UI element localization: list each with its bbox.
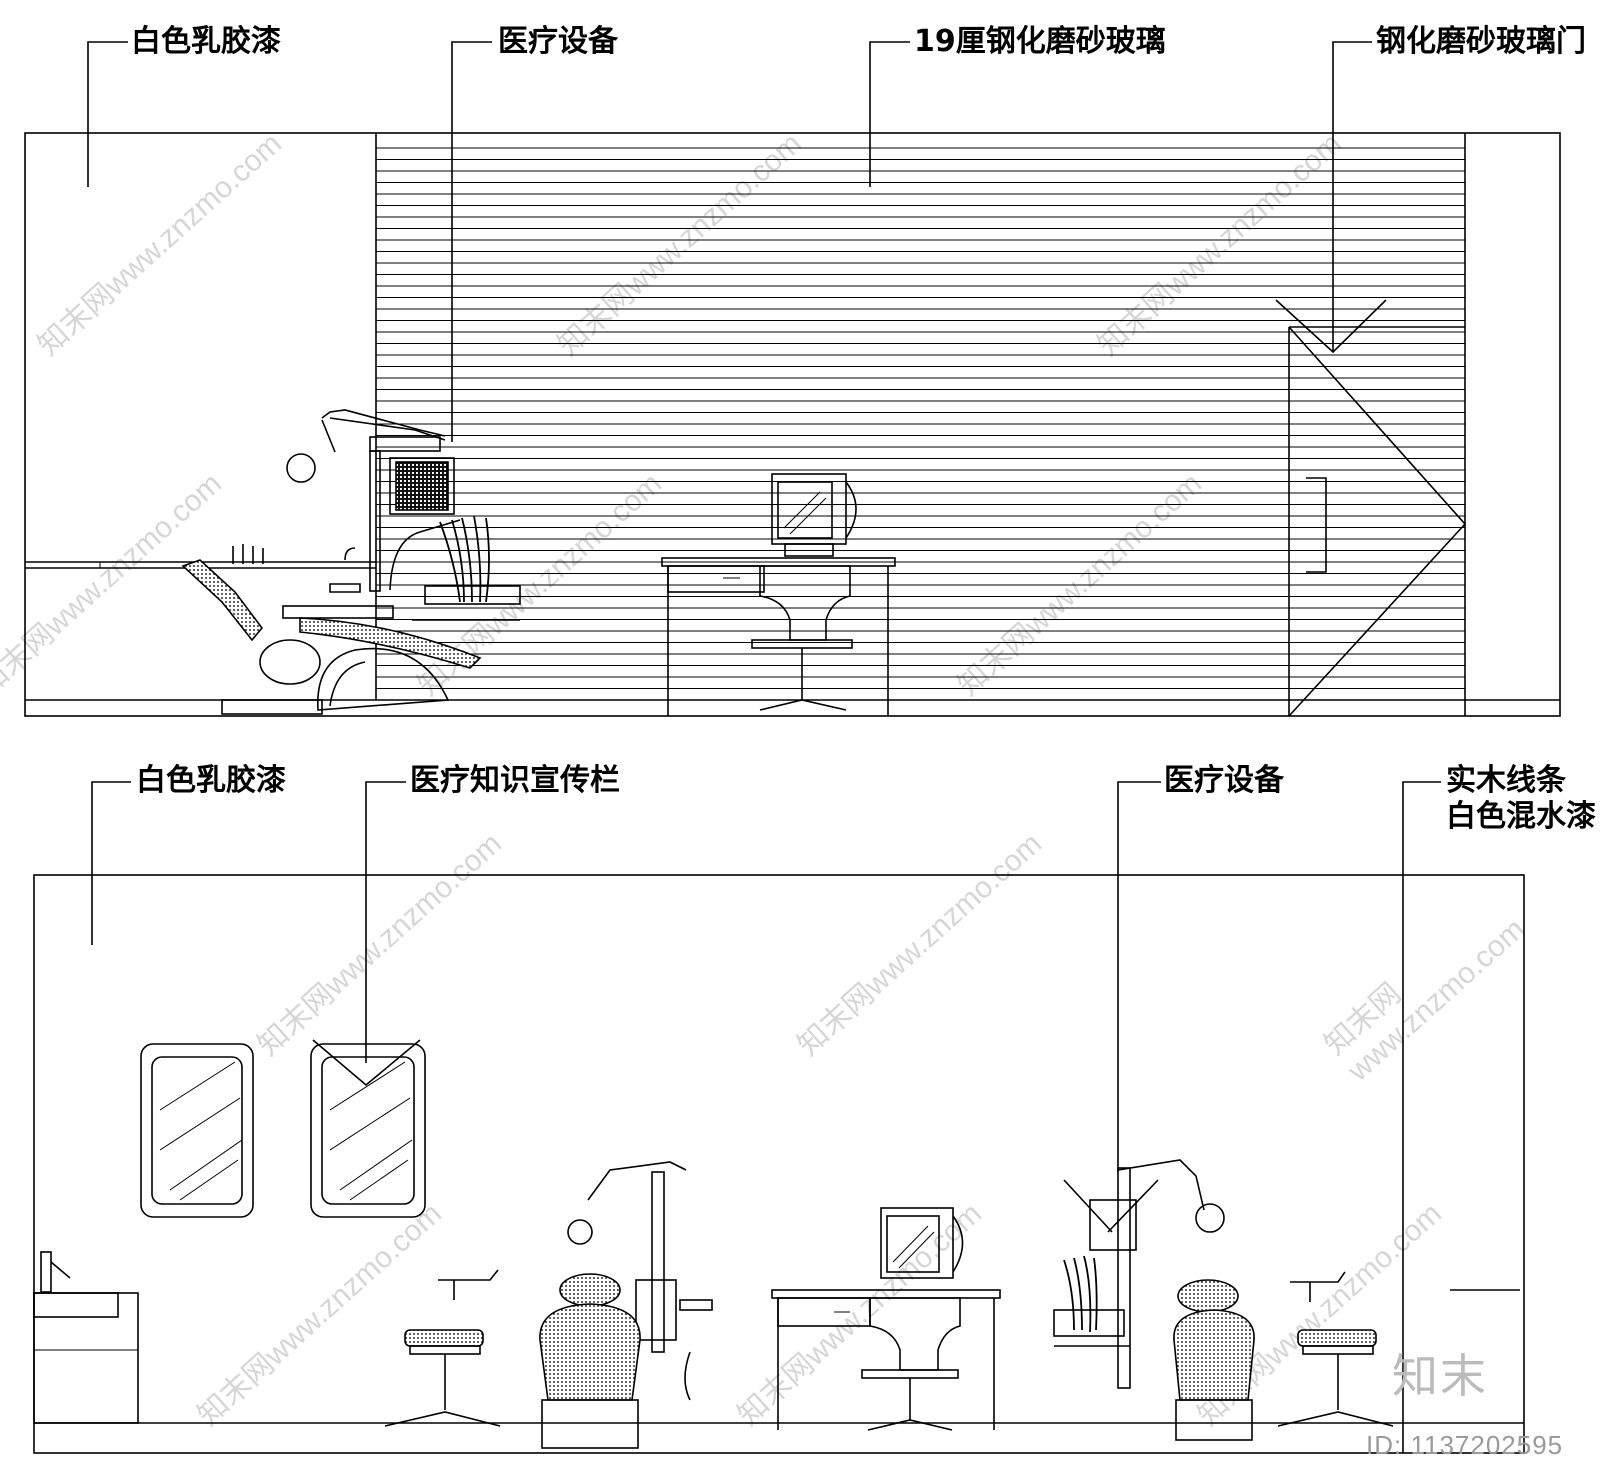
label-white-mixed-paint: 白色混水漆 (1446, 799, 1596, 834)
monitor-icon (880, 1207, 954, 1279)
frosted-glass-strips (376, 147, 1465, 689)
monitor-icon (771, 473, 847, 545)
desk-workstation (661, 473, 896, 716)
label-frosted-glass-door: 钢化磨砂玻璃门 (1376, 24, 1586, 59)
sink-cabinet (33, 1251, 139, 1424)
top-elevation (24, 41, 1561, 717)
image-id: ID: 1137202595 (1366, 1430, 1564, 1460)
desk-workstation-bottom (771, 1207, 1001, 1431)
dental-stool-left (384, 1269, 501, 1427)
dental-lamp-icon (567, 1219, 593, 1245)
label-white-latex-paint-bottom: 白色乳胶漆 (136, 763, 286, 798)
office-chair (759, 565, 851, 641)
label-white-latex-paint-top: 白色乳胶漆 (131, 24, 281, 59)
label-medical-bulletin-board: 医疗知识宣传栏 (410, 763, 620, 798)
chair-backrest (181, 559, 264, 642)
xray-viewer (395, 461, 449, 511)
chair-seat (299, 617, 482, 669)
dental-stool-right (1277, 1271, 1394, 1427)
office-chair (869, 1297, 961, 1371)
poster-frame-right (310, 1039, 426, 1218)
label-medical-equipment-bottom: 医疗设备 (1164, 763, 1284, 798)
dental-chair-unit (181, 409, 521, 715)
glass-door (1288, 326, 1466, 717)
label-frosted-glass: 19厘钢化磨砂玻璃 (914, 24, 1166, 59)
label-medical-equipment-top: 医疗设备 (498, 24, 618, 59)
dental-lamp-icon (1195, 1203, 1225, 1233)
poster-frame-left (140, 1043, 254, 1218)
label-solid-wood-trim: 实木线条 (1446, 763, 1566, 798)
brand-logo: 知末 (1392, 1349, 1488, 1403)
arrow-icon (1275, 299, 1387, 354)
dental-chair-right (1053, 1159, 1520, 1441)
bottom-elevation (33, 781, 1525, 1454)
dental-lamp-icon (286, 453, 316, 483)
door-handle (1306, 477, 1327, 573)
dental-chair-left (539, 1161, 713, 1449)
